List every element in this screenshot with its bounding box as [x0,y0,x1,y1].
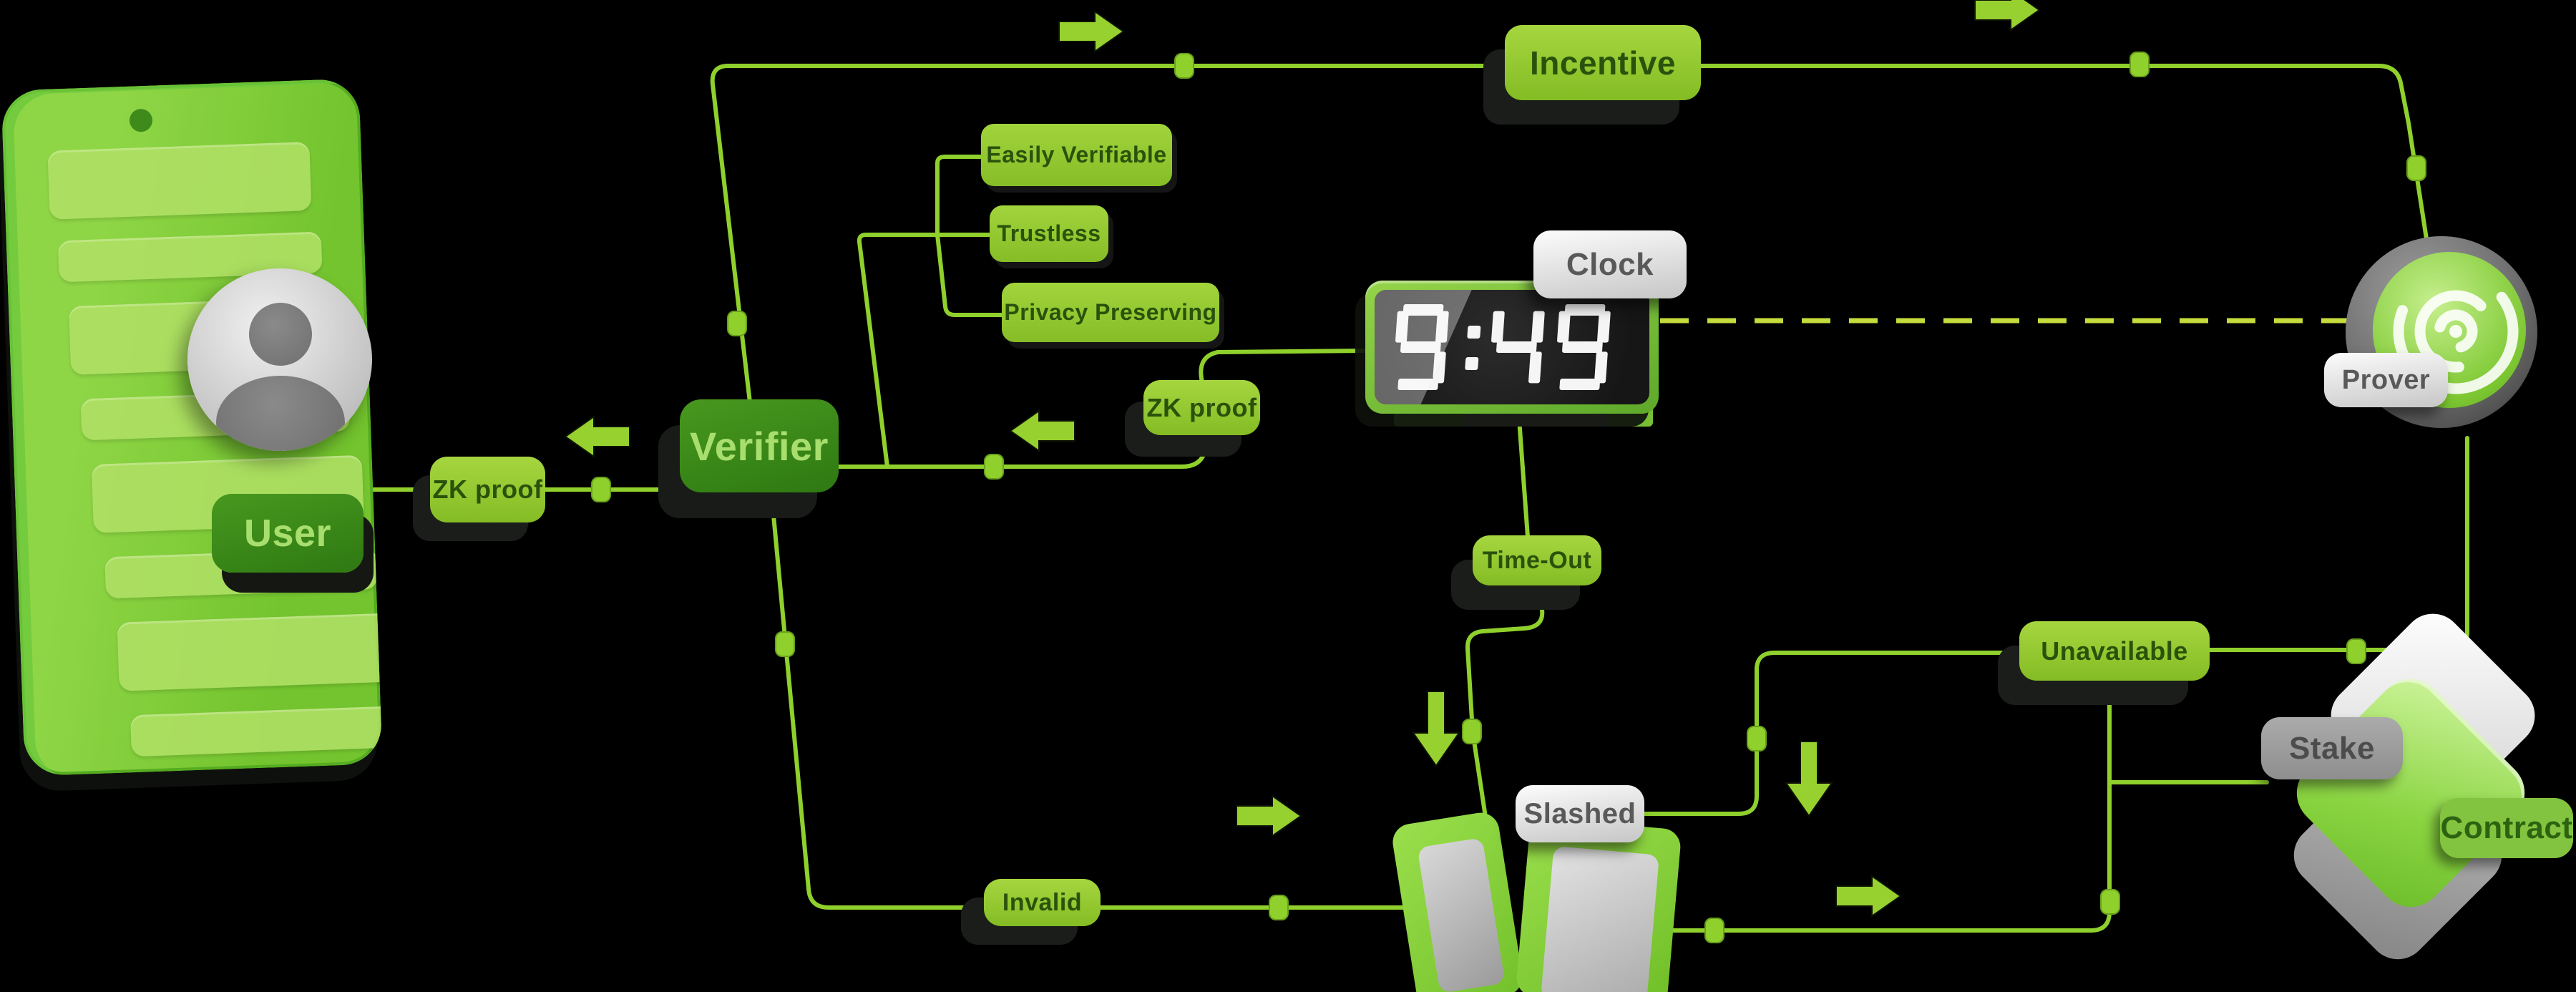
clock-screen [1375,290,1649,404]
user-avatar person-icon [187,268,372,451]
phone-row [117,613,383,691]
arrow-right-icon [1058,10,1125,53]
zk-proof-badge-user: ZK proof [430,457,545,522]
arrow-left-icon [564,415,630,458]
invalid-badge: Invalid [984,879,1101,926]
slashed-label: Slashed [1516,785,1644,842]
user-node-label: User [212,494,364,573]
phone-row [130,705,383,757]
zk-proof-badge-clock: ZK proof [1143,380,1260,435]
avatar-body [216,376,345,451]
incentive-badge: Incentive [1505,25,1701,100]
avatar-head [249,303,312,366]
unavailable-badge: Unavailable [2019,621,2210,681]
arrow-right-icon [1974,0,2041,31]
phone-camera-icon [129,108,153,132]
wire-privacy-preserving [935,233,1004,317]
property-easily-verifiable: Easily Verifiable [981,124,1172,186]
time-out-badge: Time-Out [1473,535,1601,585]
wire-junction-nodes [591,52,2426,943]
phone-row [47,142,312,220]
wire-timeout-slashed [1465,582,1545,824]
stake-label: Stake [2261,717,2403,779]
wire-clock-zkproof [1199,349,1366,384]
clock-time-display [1395,304,1611,390]
arrow-right-icon [1835,875,1902,918]
contract-label: Contract [2440,798,2573,858]
slashed-icon-inner [1540,845,1660,992]
wire-verifier-invalid-slashed [769,490,1412,910]
clock-label: Clock [1533,230,1687,298]
arrow-left-icon [1009,409,1075,452]
wire-clock-timeout [1516,407,1530,539]
wire-verifier-incentive-prover [710,64,2429,404]
wire-properties-trunk [857,233,991,469]
prover-label: Prover [2324,353,2448,407]
arrow-down-icon [1785,741,1833,817]
wire-easily-verifiable [935,155,984,237]
arrow-right-icon [1236,794,1302,837]
arrow-down-icon [1412,691,1460,767]
wire-zkproof-verifier [836,436,1211,469]
property-trustless: Trustless [990,205,1108,262]
wire-unavailable-slashed [1641,651,2023,816]
flow-arrows [564,0,2041,918]
property-privacy-preserving: Privacy Preserving [1002,283,1219,342]
clock-node digital-clock-icon [1365,281,1659,414]
verifier-node: Verifier [680,399,839,492]
